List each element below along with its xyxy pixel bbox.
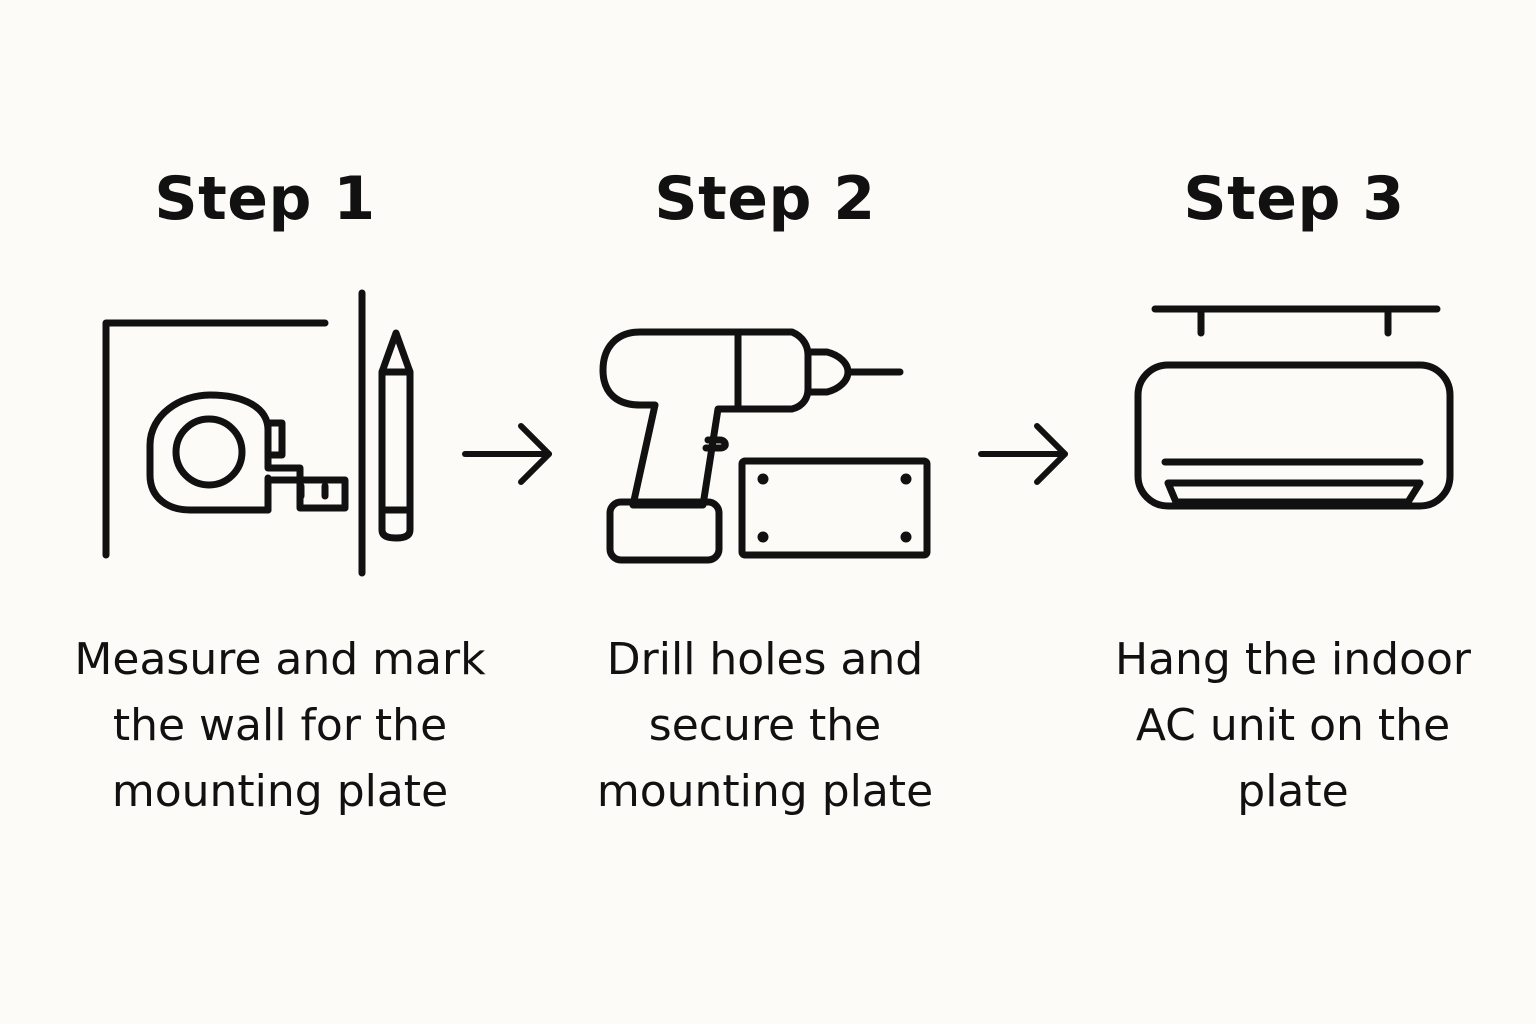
step-1-description: Measure and mark the wall for the mounti… <box>74 634 486 817</box>
step-2-title: Step 2 <box>654 164 876 234</box>
drill-and-mounting-plate-icon <box>595 325 940 570</box>
step-3-title: Step 3 <box>1183 164 1405 234</box>
indoor-ac-unit-icon <box>1134 361 1454 510</box>
step-2-description: Drill holes and secure the mounting plat… <box>596 634 934 817</box>
pencil-icon <box>378 329 414 542</box>
step-3-description: Hang the indoor AC unit on the plate <box>1114 634 1472 817</box>
tape-measure-and-pencil-icon <box>95 285 435 585</box>
right-arrow-icon <box>975 420 1075 494</box>
wall-corner-icon <box>102 289 366 577</box>
mounting-plate-icon <box>738 457 931 559</box>
tape-measure-icon <box>146 391 349 514</box>
air-conditioner-icon <box>1130 300 1460 515</box>
drill-icon <box>599 328 904 564</box>
step-1-title: Step 1 <box>154 164 376 234</box>
wall-bracket-icon <box>1151 305 1441 337</box>
right-arrow-icon <box>460 420 560 494</box>
